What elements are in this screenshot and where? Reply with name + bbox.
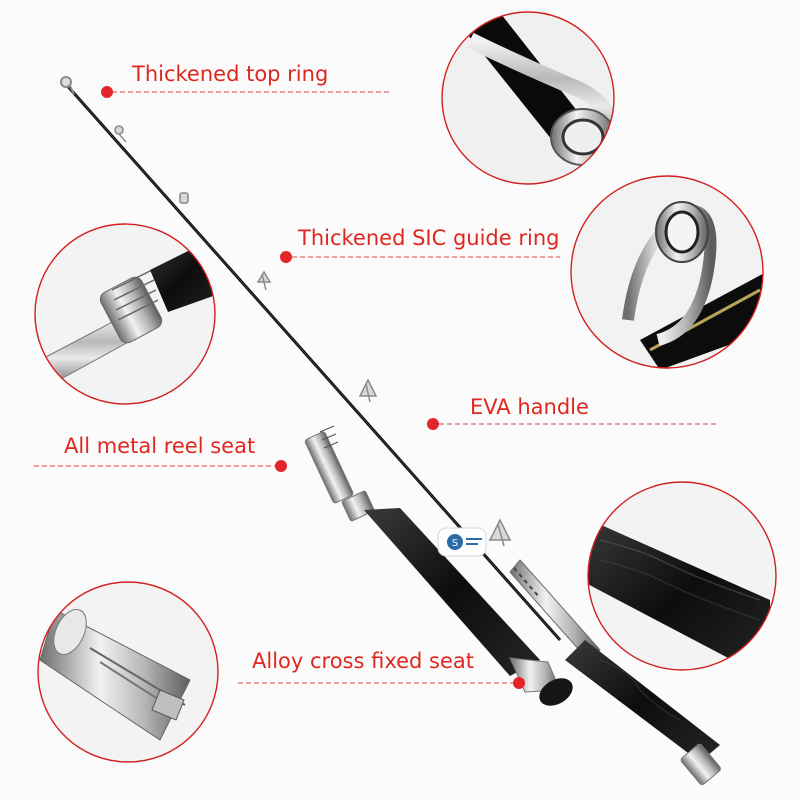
red-dot-icon bbox=[280, 251, 292, 263]
guide-3 bbox=[256, 270, 272, 291]
red-dot-icon bbox=[275, 460, 287, 472]
leader-top-ring bbox=[101, 86, 390, 98]
label-eva-handle: EVA handle bbox=[470, 395, 589, 419]
leader-reel-seat bbox=[34, 460, 287, 472]
brand-logo-icon: S bbox=[437, 527, 487, 557]
label-sic-guide-ring: Thickened SIC guide ring bbox=[298, 226, 560, 250]
label-metal-reel-seat: All metal reel seat bbox=[64, 434, 256, 458]
svg-text:S: S bbox=[452, 538, 458, 549]
red-dot-icon bbox=[427, 418, 439, 430]
guide-4 bbox=[358, 378, 378, 403]
detail-circle-cross-seat bbox=[37, 581, 219, 763]
detail-circle-reel-seat bbox=[34, 223, 216, 405]
guide-5 bbox=[488, 518, 512, 547]
detail-circle-eva-handle bbox=[587, 481, 777, 671]
leader-sic-guide bbox=[280, 251, 560, 263]
leader-cross-seat bbox=[238, 677, 525, 689]
red-dot-icon bbox=[101, 86, 113, 98]
label-top-ring: Thickened top ring bbox=[132, 62, 329, 86]
label-alloy-cross-seat: Alloy cross fixed seat bbox=[252, 649, 475, 673]
red-dot-icon bbox=[513, 677, 525, 689]
top-ring-guide bbox=[60, 76, 75, 95]
guide-1 bbox=[114, 125, 127, 143]
guide-2 bbox=[179, 192, 189, 204]
detail-circle-top-ring bbox=[441, 11, 615, 185]
leader-eva-handle bbox=[427, 418, 716, 430]
detail-circle-sic-guide bbox=[570, 175, 764, 369]
